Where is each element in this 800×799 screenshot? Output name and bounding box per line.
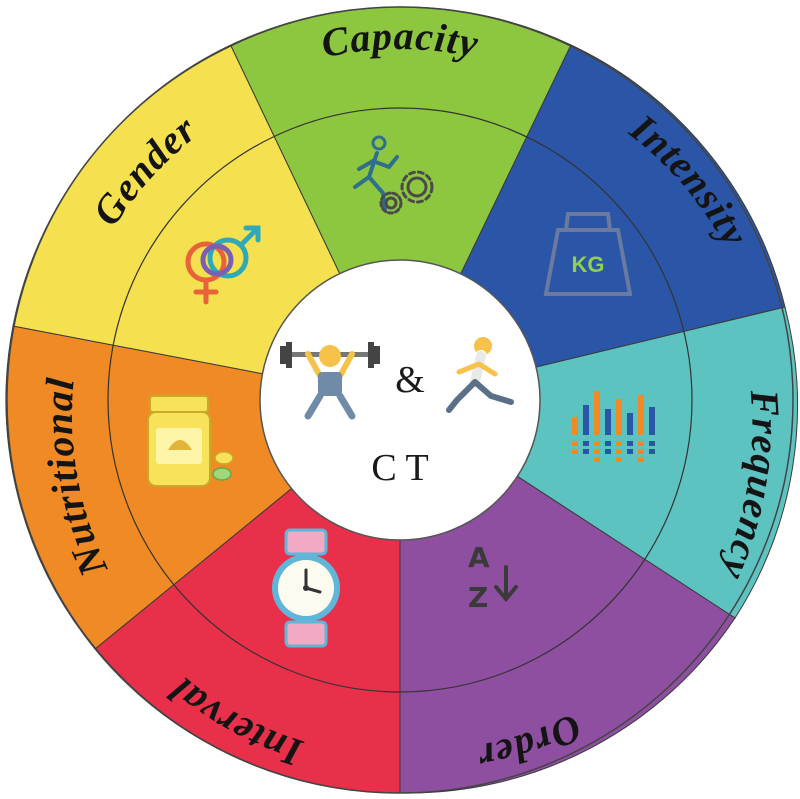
equalizer-bar <box>594 391 600 435</box>
runner-icon <box>446 337 514 413</box>
equalizer-dot <box>649 441 655 446</box>
equalizer-bar <box>583 405 589 435</box>
svg-text:A: A <box>468 541 490 574</box>
equalizer-dot <box>638 441 644 446</box>
equalizer-dot <box>616 457 622 462</box>
equalizer-bar <box>638 395 644 435</box>
wristwatch-icon <box>272 528 340 648</box>
equalizer-dot <box>638 457 644 462</box>
equalizer-bar <box>627 413 633 435</box>
supplement-jar-icon <box>147 395 234 487</box>
equalizer-dot <box>583 441 589 446</box>
equalizer-dot <box>616 441 622 446</box>
equalizer-bar <box>649 407 655 435</box>
equalizer-dot <box>638 449 644 454</box>
center-ampersand: & <box>395 359 425 401</box>
svg-text:Z: Z <box>468 581 488 614</box>
equalizer-dot <box>594 449 600 454</box>
svg-text:KG: KG <box>572 252 605 277</box>
equalizer-dot <box>594 457 600 462</box>
inner-ring-line <box>107 107 693 693</box>
equalizer-dot <box>627 449 633 454</box>
equalizer-bars-icon <box>572 391 655 462</box>
running-gear-icon <box>353 135 434 215</box>
equalizer-dot <box>594 441 600 446</box>
equalizer-bar <box>616 399 622 435</box>
gender-symbols-icon <box>185 225 261 305</box>
kettlebell-kg-icon: KG <box>543 212 633 296</box>
equalizer-dot <box>572 441 578 446</box>
outer-border <box>6 6 794 794</box>
weightlifter-icon <box>280 342 380 420</box>
equalizer-dot <box>572 449 578 454</box>
equalizer-dot <box>605 441 611 446</box>
equalizer-bar <box>605 409 611 435</box>
center-caption: C T <box>371 447 428 489</box>
sort-az-icon: A Z <box>468 541 518 614</box>
segment-label-capacity: Capacity <box>318 13 483 66</box>
center-circle <box>259 259 541 541</box>
equalizer-bar <box>572 417 578 435</box>
equalizer-dot <box>583 449 589 454</box>
equalizer-dot <box>649 449 655 454</box>
equalizer-dot <box>605 449 611 454</box>
equalizer-dot <box>616 449 622 454</box>
equalizer-dot <box>627 441 633 446</box>
